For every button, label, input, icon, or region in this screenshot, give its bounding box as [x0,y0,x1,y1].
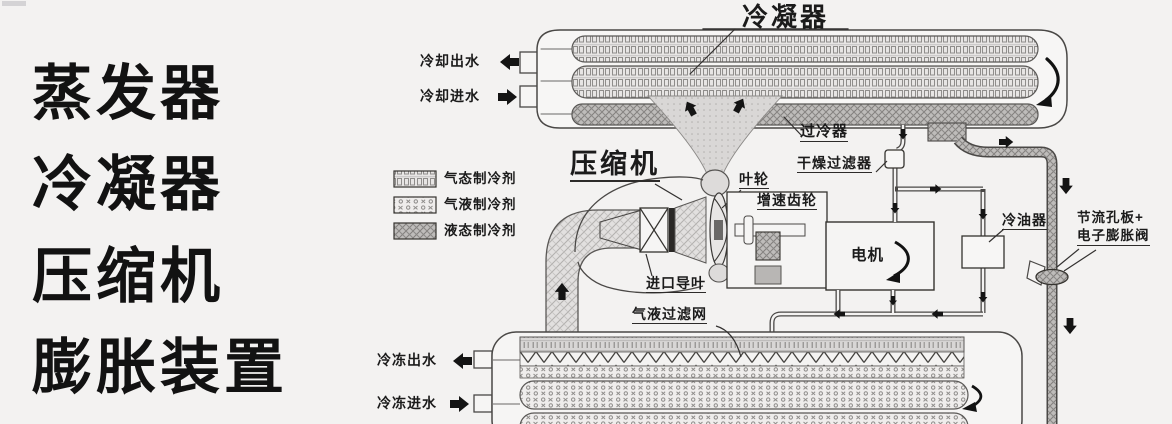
volute-lower-casing [577,261,704,294]
motor-label: 电机 [851,247,885,264]
condenser-group [519,28,1068,137]
evaporator-group [473,325,1023,424]
return-left-arrow-2 [833,309,845,319]
cooling-in-arrow [498,89,517,105]
subcooler-label: 过冷器 [800,123,849,142]
chilled-water-inlet-stub [473,394,493,413]
legend-label-gas-liquid: 气液制冷剂 [444,197,517,212]
cooling-water-inlet-stub [519,85,540,108]
downcomer-arrow-lower [1063,318,1077,335]
chilled-water-in-label: 冷冻进水 [377,395,437,411]
title-line-condenser: 冷凝器 [32,151,224,218]
oil-cooler-box [961,235,1005,269]
oil-cooler-label: 冷油器 [1002,212,1047,230]
cooling-out-arrow [500,54,519,70]
cooling-water-outlet-stub [519,51,540,74]
drying-filter-box [884,149,905,169]
throttle-label-line1: 节流孔板+ [1077,210,1144,225]
speed-increasing-gear [755,231,781,261]
downcomer-arrow-upper [1059,178,1073,195]
scan-artifact [2,1,26,6]
evaporator-tube-band-2 [519,412,969,424]
electronic-expansion-valve [1035,268,1069,286]
branch-right-arrow [930,184,942,194]
dryer-line-down-arrow [890,203,900,214]
evaporator-gas-band [519,336,965,353]
legend-swatches [393,170,437,240]
legend-label-liquid: 液态制冷剂 [444,223,517,238]
title-line-expansion: 膨胀装置 [32,334,288,401]
cooling-water-out-label: 冷却出水 [420,53,480,69]
throttle-label-line2: 电子膨胀阀 [1077,229,1150,246]
drying-filter-label: 干燥过滤器 [797,155,872,173]
chilled-in-arrow [450,396,469,412]
return-left-arrow-1 [931,309,943,319]
liquid-line-right-arrow [999,136,1014,148]
evaporator-mist-band [519,365,965,379]
compressor-group [545,176,935,335]
chilled-water-out-label: 冷冻出水 [377,352,437,368]
oil-leg-down-arrow [978,209,988,220]
filter-mesh-band [519,351,965,367]
condenser-label: 冷凝器 [742,2,830,32]
impeller-label: 叶轮 [739,171,769,189]
liquid-refrigerant-swatch [393,222,437,240]
inlet-guide-vane-label: 进口导叶 [646,275,706,293]
motor-drain-down-arrow [889,296,897,306]
discharge-funnel [646,95,784,197]
condenser-tube-band-top [571,35,1039,63]
dryer-stub-down-arrow [898,129,908,140]
compressor-discharge-port [700,169,730,197]
title-line-evaporator: 蒸发器 [32,60,224,127]
filter-mesh-label: 气液过滤网 [632,306,707,324]
chilled-water-outlet-stub [473,350,493,369]
subcooler-band [571,103,1039,126]
compressor-label: 压缩机 [570,151,660,182]
condenser-tube-band-mid [571,65,1039,99]
gas-refrigerant-swatch [393,170,437,188]
cooling-water-in-label: 冷却进水 [420,88,480,104]
chilled-out-arrow [453,353,472,369]
volute-upper-casing [574,176,704,253]
legend-label-gas: 气态制冷剂 [444,171,517,186]
diffuser [674,196,707,264]
oil-leg-down-arrow-2 [978,292,988,303]
title-line-compressor: 压缩机 [32,243,224,310]
speed-gear-label: 增速齿轮 [757,192,817,210]
gas-liquid-refrigerant-swatch [393,196,437,214]
motor-box [825,221,935,291]
evaporator-tube-band-1 [519,380,969,410]
liquid-header-junction [927,122,967,142]
